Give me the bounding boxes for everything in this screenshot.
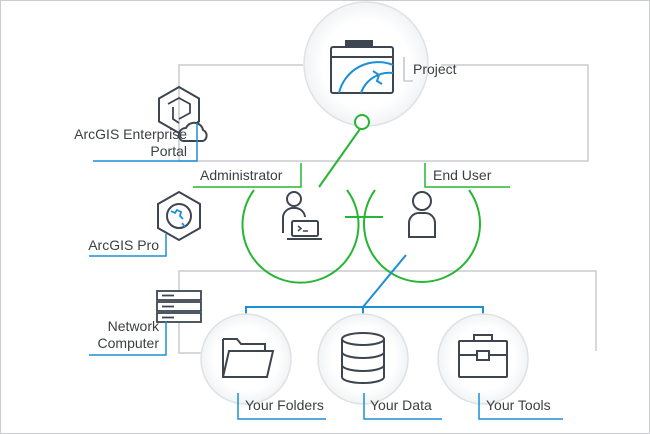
- network-label: Network Computer: [61, 318, 159, 352]
- portal-label-line1: ArcGIS Enterprise: [74, 126, 187, 142]
- administrator-node[interactable]: [241, 189, 360, 284]
- project-connector-dot: [354, 114, 370, 130]
- network-label-line2: Computer: [97, 335, 159, 351]
- portal-label: ArcGIS Enterprise Portal: [37, 126, 187, 160]
- globe-hexagon-icon: [157, 190, 201, 242]
- folder-icon: [222, 338, 275, 378]
- administrator-label: Administrator: [200, 167, 283, 183]
- project-label: Project: [413, 61, 457, 77]
- database-icon: [341, 332, 385, 384]
- end-user-label: End User: [433, 167, 492, 183]
- browser-window-globe-icon: [330, 40, 394, 94]
- your-folders-label: Your Folders: [245, 397, 324, 413]
- user-laptop-icon: [282, 191, 322, 240]
- user-icon: [408, 191, 436, 238]
- your-folders-node[interactable]: [200, 313, 292, 405]
- pro-label: ArcGIS Pro: [88, 237, 159, 253]
- network-label-line1: Network: [107, 318, 159, 334]
- portal-cloud-icon: [158, 85, 208, 142]
- label-brackets: [89, 57, 563, 420]
- your-tools-label: Your Tools: [486, 397, 551, 413]
- server-rack-icon: [156, 290, 202, 323]
- your-data-label: Your Data: [370, 397, 432, 413]
- toolbox-icon: [458, 334, 508, 378]
- portal-connector: [178, 64, 589, 162]
- portal-label-line2: Portal: [150, 143, 187, 159]
- end-user-node[interactable]: [363, 189, 481, 283]
